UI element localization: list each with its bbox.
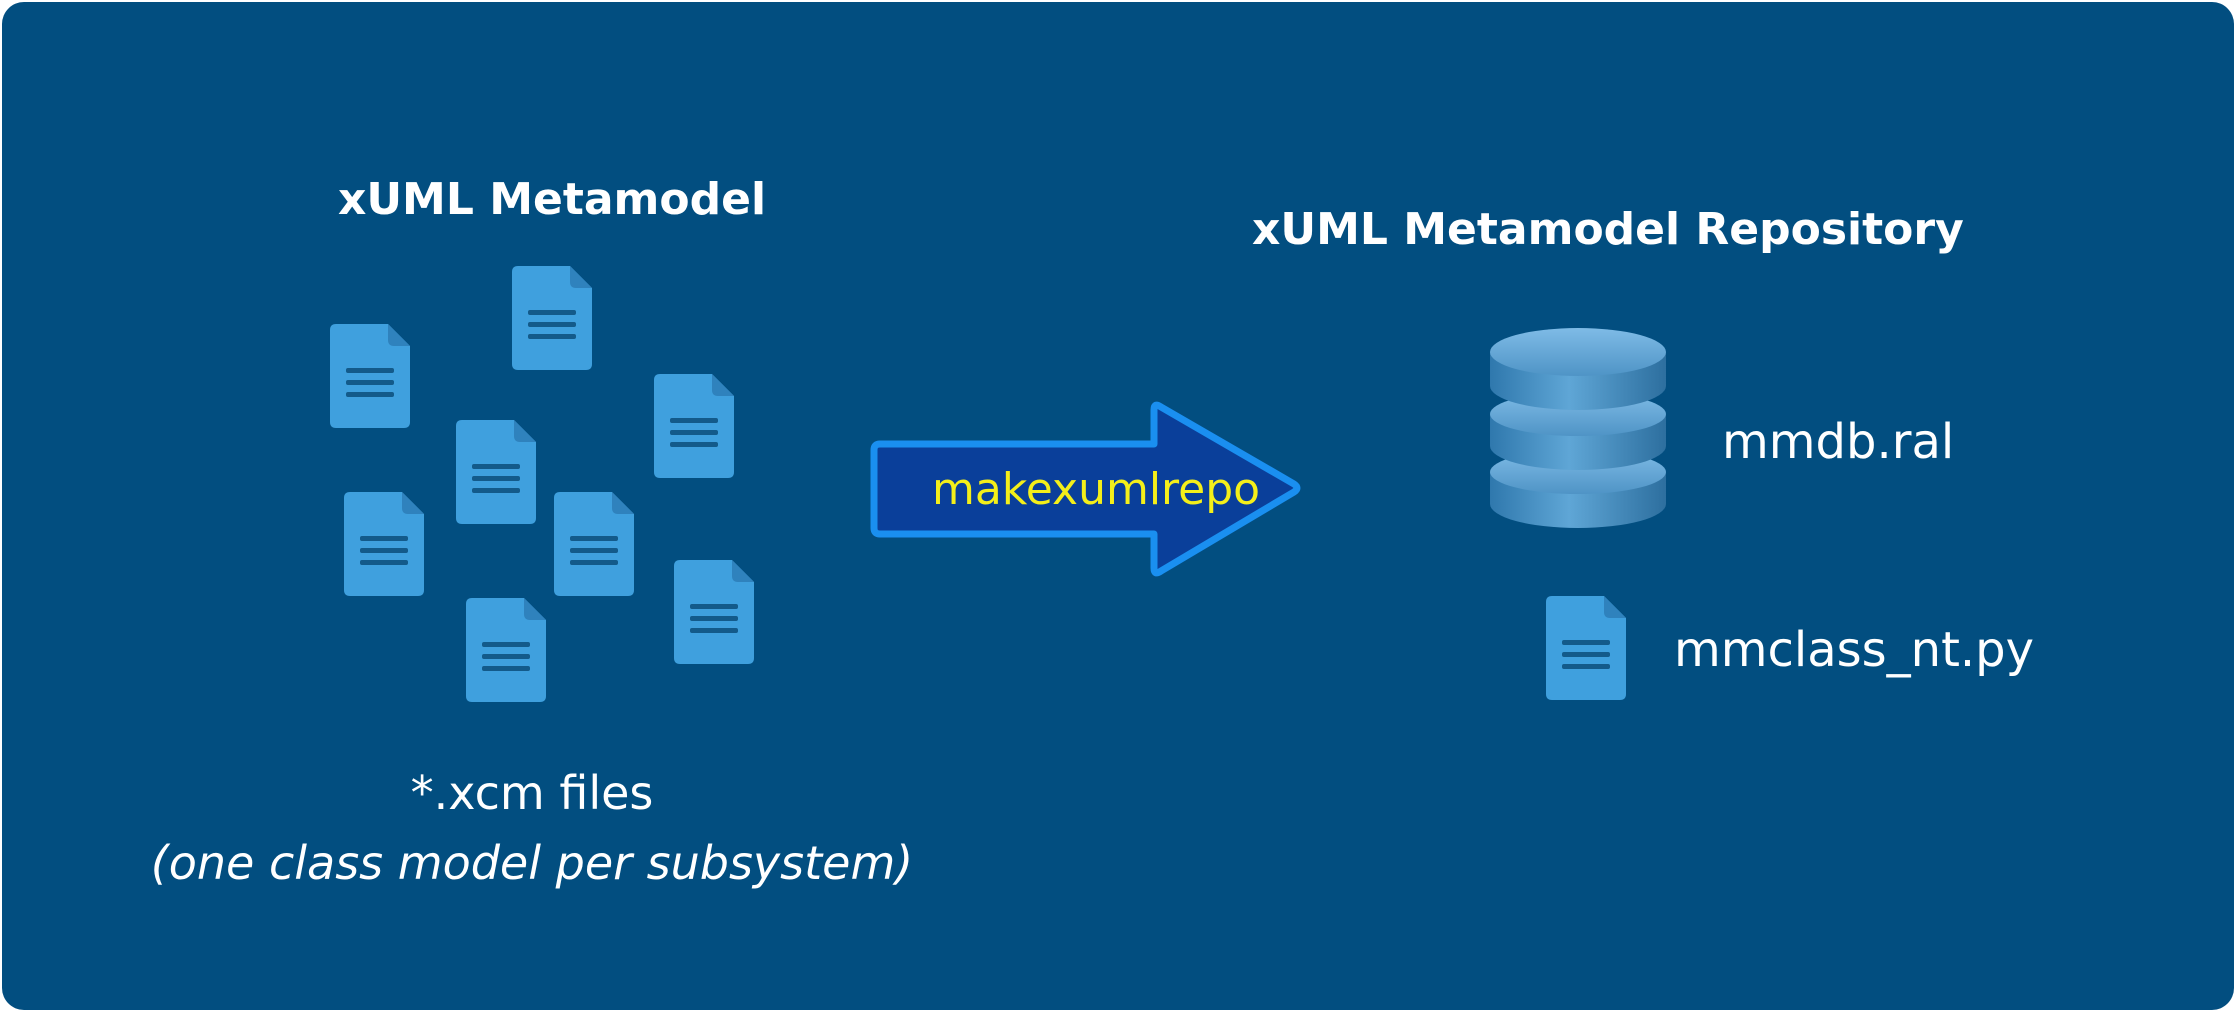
document-icon	[674, 560, 754, 664]
document-icon	[466, 598, 546, 702]
document-icon	[554, 492, 634, 596]
document-icon	[1546, 596, 1626, 700]
document-icon	[330, 324, 410, 428]
output-py-label: mmclass_nt.py	[1674, 622, 2035, 678]
database-icon	[1490, 328, 1666, 528]
document-icon	[344, 492, 424, 596]
source-title: xUML Metamodel	[337, 174, 767, 225]
document-icon	[512, 266, 592, 370]
source-caption-note: (one class model per subsystem)	[150, 836, 914, 890]
document-icon	[456, 420, 536, 524]
source-caption: *.xcm files	[410, 766, 654, 820]
target-title: xUML Metamodel Repository	[1252, 204, 1964, 255]
right-arrow-icon	[870, 401, 1301, 577]
document-icon	[654, 374, 734, 478]
process-label: makexumlrepo	[932, 464, 1261, 515]
output-db-label: mmdb.ral	[1722, 414, 1955, 470]
